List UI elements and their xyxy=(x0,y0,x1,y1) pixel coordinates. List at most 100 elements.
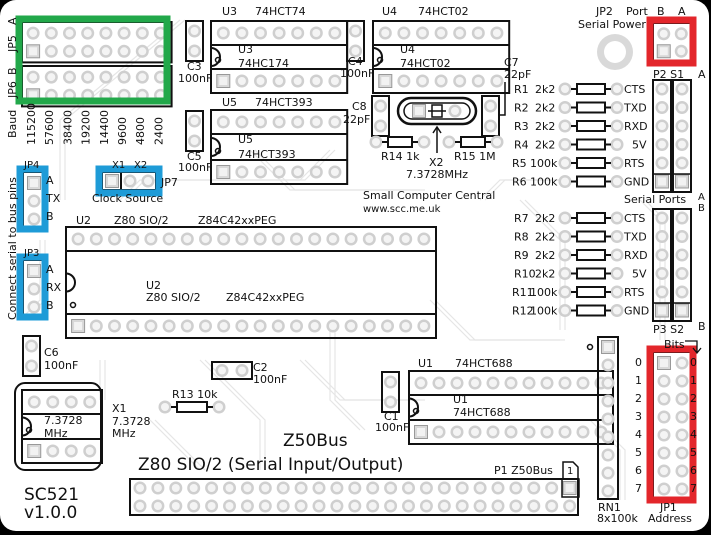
pin1-dot xyxy=(214,56,222,64)
pad-hole xyxy=(604,487,612,495)
pad-hole xyxy=(445,138,453,146)
pad-hole xyxy=(297,502,306,510)
jp6-label: JP6 xyxy=(6,81,19,99)
u4-ref-top: U4 xyxy=(382,5,397,18)
pad-hole xyxy=(435,379,443,387)
pad-hole xyxy=(351,47,360,55)
jp1-caption: Address xyxy=(648,512,692,525)
jp2-caption: Serial Power xyxy=(578,18,646,31)
outline xyxy=(21,21,173,64)
pad-hole xyxy=(404,484,413,492)
crystal-outline xyxy=(396,96,478,126)
x1-inner-unit: MHz xyxy=(44,427,68,440)
pad-hole xyxy=(30,267,38,275)
r14-label: R14 1k xyxy=(381,150,420,163)
pad-hole xyxy=(613,269,621,278)
pad-hole xyxy=(604,451,612,459)
trace xyxy=(334,330,366,431)
u5-ref: U5 xyxy=(238,133,253,146)
pad-hole xyxy=(225,502,234,510)
pad-hole xyxy=(561,269,569,278)
pin1-dot xyxy=(25,426,33,434)
pad-hole xyxy=(101,29,110,38)
pad-hole xyxy=(190,27,199,35)
address-bit-label-right: 2 xyxy=(690,392,697,405)
address-bit-label: 2 xyxy=(635,392,642,405)
pad-hole xyxy=(604,397,612,405)
pad-hole xyxy=(256,168,265,176)
outline xyxy=(185,110,204,152)
pad-hole xyxy=(312,77,321,85)
pad-hole xyxy=(365,235,374,243)
pin1-dot xyxy=(69,301,77,309)
pad-hole xyxy=(678,232,686,241)
pin1-box xyxy=(561,478,580,498)
c2-value: 100nF xyxy=(253,373,287,386)
u3-part-top: 74HCT74 xyxy=(255,5,306,18)
pad-hole xyxy=(561,85,569,93)
pin1-notch xyxy=(408,397,419,418)
pad-hole xyxy=(92,322,101,330)
pad-hole xyxy=(376,122,385,130)
resistor-r1 xyxy=(558,82,624,96)
pad-hole xyxy=(275,168,284,176)
resistor-r7 xyxy=(558,211,624,225)
address-bit-label-right: 7 xyxy=(690,482,697,495)
pad-hole xyxy=(507,379,515,387)
pad-hole xyxy=(579,379,587,387)
address-bit-label: 4 xyxy=(635,428,642,441)
trace xyxy=(434,299,565,341)
board-version: v1.0.0 xyxy=(24,503,77,523)
c5-value: 100nF xyxy=(178,161,212,174)
pad-hole xyxy=(201,322,210,330)
c7-value: 22pF xyxy=(504,68,531,81)
address-bit-label-right: 3 xyxy=(690,410,697,423)
resistor-ref: R11 xyxy=(512,286,534,299)
pad-hole xyxy=(332,502,341,510)
pad-hole xyxy=(293,77,302,85)
capacitor-c2 xyxy=(211,361,253,380)
trace xyxy=(149,419,201,471)
address-bit-label: 3 xyxy=(635,410,642,423)
pad-hole xyxy=(256,77,265,85)
pad-hole xyxy=(201,235,210,243)
chip-u1 xyxy=(408,370,614,445)
pad-hole xyxy=(30,215,38,223)
pad-hole xyxy=(171,484,180,492)
pad-hole xyxy=(658,232,666,241)
pad-hole xyxy=(678,306,686,315)
address-bit-label-right: 4 xyxy=(690,428,697,441)
capacitor-c3 xyxy=(185,20,204,62)
resistor-body xyxy=(576,230,606,243)
pad-hole xyxy=(29,91,38,100)
c3-value: 100nF xyxy=(178,72,212,85)
resistor-r10 xyxy=(558,267,624,280)
pad-hole xyxy=(561,288,569,296)
pad-hole xyxy=(476,484,485,492)
pad-hole xyxy=(351,27,360,35)
signal-label: RXD xyxy=(624,249,648,262)
resistor-body xyxy=(576,138,606,151)
chip-u3 xyxy=(210,20,349,94)
pad-hole xyxy=(365,322,374,330)
pad-hole xyxy=(678,377,686,385)
jp3-pin-a: A xyxy=(46,263,54,276)
pad-hole xyxy=(561,428,569,436)
jp2-label: JP2 xyxy=(595,5,613,18)
baud-rate-label: 2400 xyxy=(152,117,165,145)
pad-hole xyxy=(219,322,228,330)
address-bit-label-right: 0 xyxy=(690,356,697,369)
jp2-port-a: A xyxy=(678,5,686,18)
baud-rate-label: 19200 xyxy=(80,110,93,145)
pad-hole xyxy=(678,288,686,296)
resistor-value: 2k2 xyxy=(535,212,555,225)
pad-hole xyxy=(156,91,165,100)
pad-hole xyxy=(660,431,668,439)
signal-label: TXD xyxy=(623,231,647,244)
jp2-port-label: Port xyxy=(626,5,648,18)
pad-hole xyxy=(376,102,385,110)
pad-hole xyxy=(237,322,246,330)
pad-hole xyxy=(29,47,38,56)
resistor-ref: R10 xyxy=(514,268,536,281)
pad-hole xyxy=(30,447,39,455)
